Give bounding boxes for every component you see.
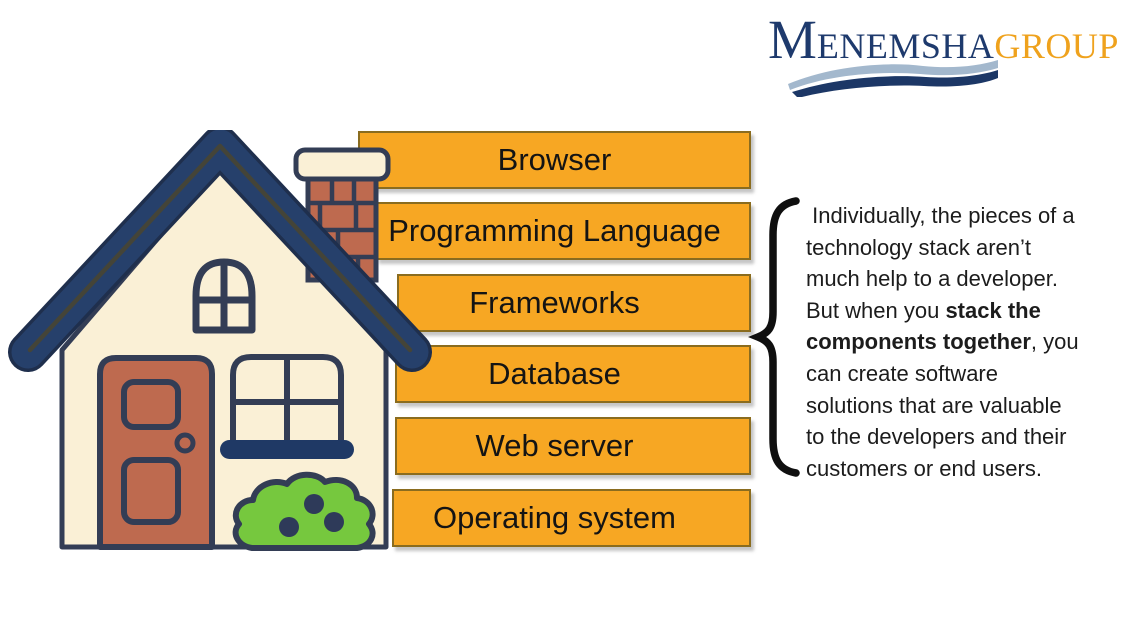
curly-brace-icon: [748, 197, 800, 477]
annotation-text: Individually, the pieces of a technology …: [806, 200, 1111, 484]
window-sill-icon: [220, 440, 354, 459]
stack-bar-database: [395, 345, 751, 403]
attic-window-icon: [192, 258, 256, 334]
house-illustration-icon: [8, 130, 432, 551]
doorknob-icon: [174, 432, 196, 454]
logo-wordmark-initial: M: [768, 9, 817, 70]
bush-icon: [232, 471, 376, 551]
door-icon: [97, 355, 215, 550]
roof-icon: [8, 130, 432, 372]
logo-wordmark: MENEMSHAGROUP: [768, 9, 1118, 70]
stack-bar-browser: [358, 131, 751, 189]
annotation-line: much help to a developer.: [806, 266, 1058, 292]
logo-wordmark-group: GROUP: [994, 26, 1119, 66]
logo-wordmark-menemsha: ENEMSHA: [816, 26, 995, 66]
annotation-line: to the developers and their: [806, 424, 1067, 450]
logo-wave-swoosh-icon: [788, 60, 998, 97]
annotation-line: can create software: [806, 360, 998, 386]
stack-bar-frameworks: [397, 274, 751, 332]
stack-bar-web-server: [395, 417, 751, 475]
annotation-line: customers or end users.: [806, 455, 1042, 481]
annotation-line: components together, you: [806, 329, 1079, 355]
menemsha-group-logo: MENEMSHAGROUP: [768, 9, 1118, 97]
annotation-line: But when you stack the: [806, 297, 1041, 323]
annotation-line: Individually, the pieces of a: [806, 203, 1075, 228]
annotation-line: technology stack aren’t: [806, 234, 1032, 260]
window-icon: [220, 354, 354, 459]
stack-bar-programming-language: [376, 202, 751, 260]
stack-bar-operating-system: [392, 489, 751, 547]
annotation-line: solutions that are valuable: [806, 392, 1062, 418]
